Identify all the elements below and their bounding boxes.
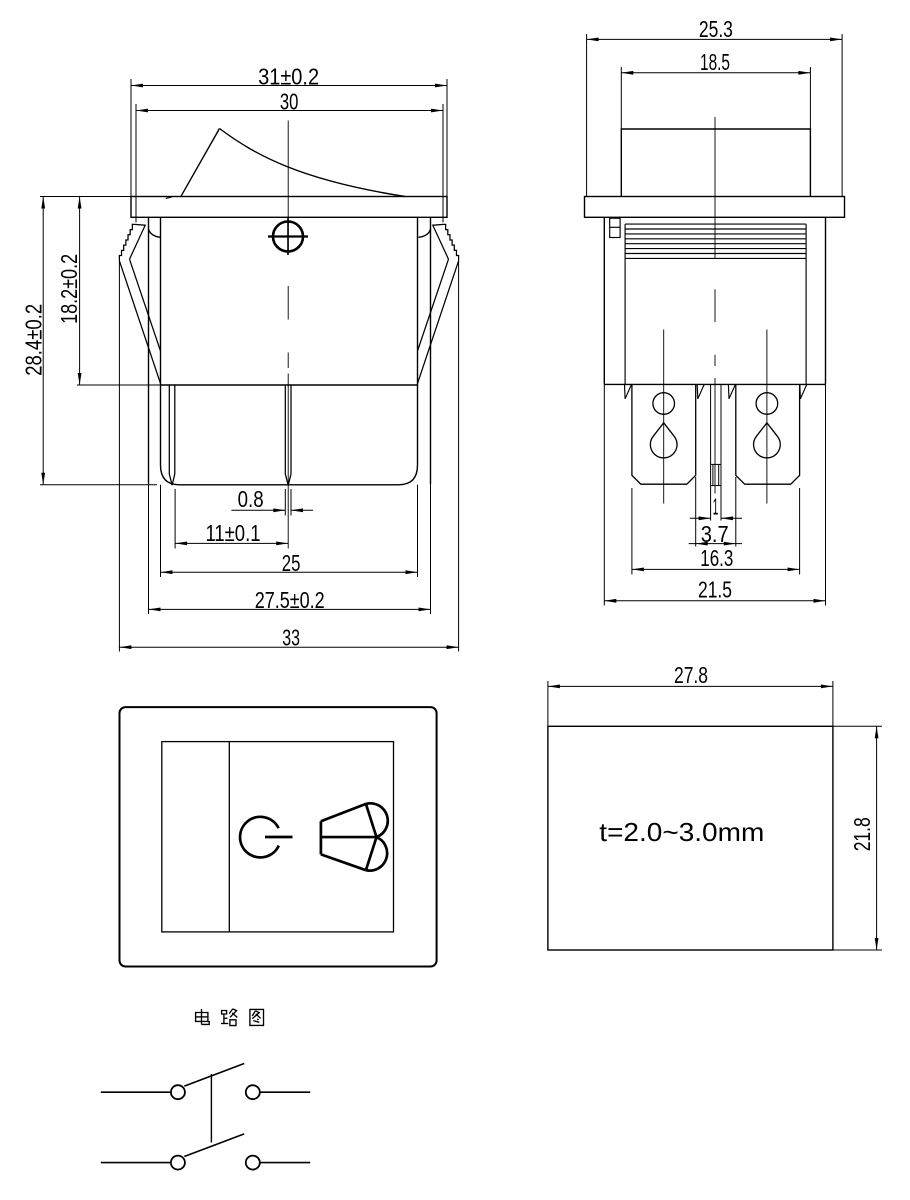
- svg-text:11±0.1: 11±0.1: [206, 520, 261, 546]
- svg-text:30: 30: [280, 89, 299, 115]
- svg-text:1: 1: [713, 494, 719, 520]
- svg-text:18.2±0.2: 18.2±0.2: [56, 254, 82, 324]
- svg-text:18.5: 18.5: [700, 49, 730, 75]
- svg-text:33: 33: [282, 625, 300, 651]
- svg-text:3.7: 3.7: [701, 521, 729, 547]
- svg-text:t=2.0~3.0mm: t=2.0~3.0mm: [599, 817, 764, 847]
- svg-text:21.8: 21.8: [849, 817, 875, 851]
- svg-text:31±0.2: 31±0.2: [258, 64, 319, 90]
- svg-text:27.5±0.2: 27.5±0.2: [255, 587, 325, 613]
- svg-text:25: 25: [282, 550, 301, 576]
- svg-text:16.3: 16.3: [700, 545, 733, 571]
- svg-text:25.3: 25.3: [699, 16, 733, 42]
- svg-text:28.4±0.2: 28.4±0.2: [21, 304, 47, 376]
- svg-text:27.8: 27.8: [674, 662, 708, 688]
- svg-text:0.8: 0.8: [238, 486, 264, 512]
- svg-text:21.5: 21.5: [698, 577, 732, 603]
